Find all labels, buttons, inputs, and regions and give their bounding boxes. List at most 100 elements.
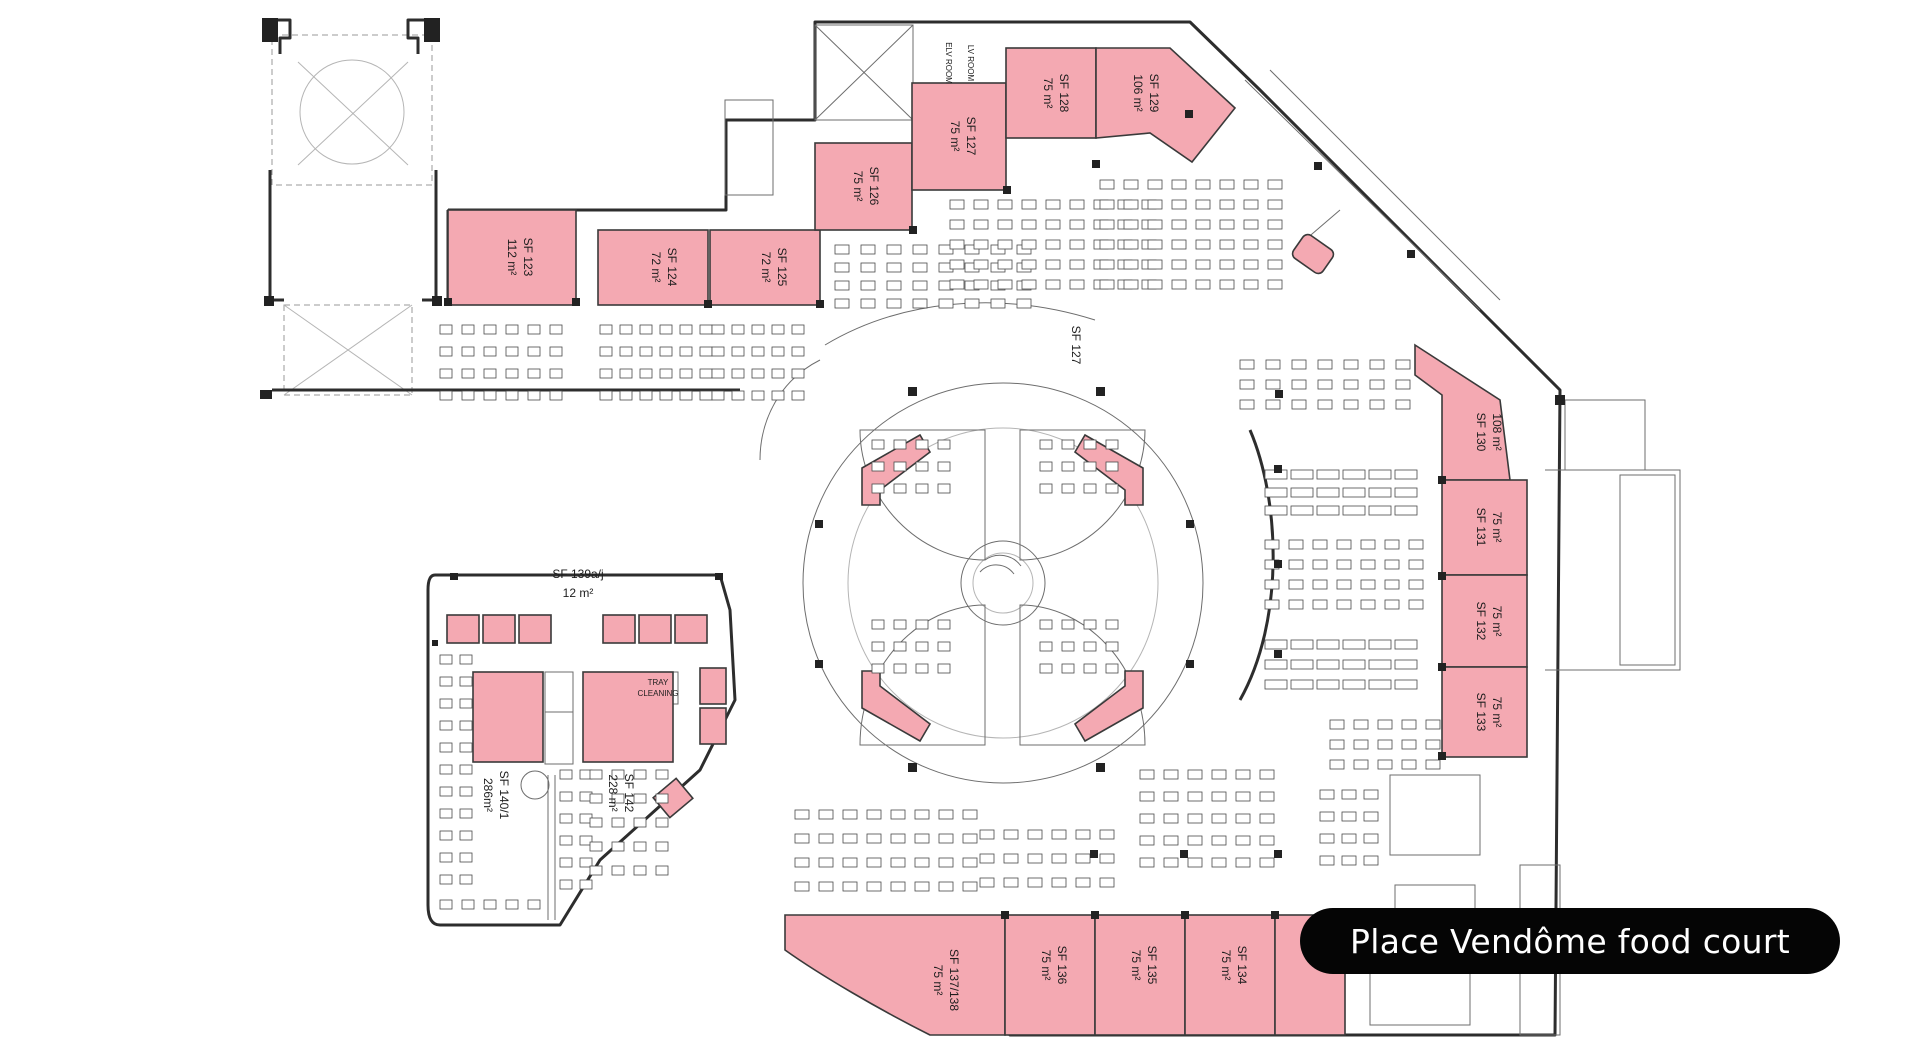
table xyxy=(1408,559,1424,570)
table xyxy=(1171,199,1187,210)
structural-columns xyxy=(444,110,1446,919)
table xyxy=(871,439,885,450)
table xyxy=(791,368,805,379)
kiosk-5 xyxy=(638,614,672,644)
table xyxy=(1312,579,1328,590)
table xyxy=(1401,719,1417,730)
table xyxy=(1290,487,1314,498)
table xyxy=(1264,487,1288,498)
table xyxy=(1288,559,1304,570)
table xyxy=(1288,599,1304,610)
unit-sf140 xyxy=(472,671,544,763)
table xyxy=(1105,483,1119,494)
unit-sf123 xyxy=(447,209,577,306)
label-sf134-area: 75 m² xyxy=(1219,950,1233,981)
table xyxy=(1394,659,1418,670)
table xyxy=(794,809,810,820)
table xyxy=(439,786,453,797)
table xyxy=(1061,461,1075,472)
table xyxy=(1099,199,1115,210)
table xyxy=(949,259,965,270)
table xyxy=(893,641,907,652)
table xyxy=(1147,239,1163,250)
table xyxy=(1099,853,1115,864)
table xyxy=(1368,469,1392,480)
table xyxy=(1187,835,1203,846)
table xyxy=(579,857,593,868)
table xyxy=(589,793,603,804)
table xyxy=(439,742,453,753)
table xyxy=(619,346,633,357)
label-sf124-name: SF 124 xyxy=(665,248,679,287)
table xyxy=(559,835,573,846)
table xyxy=(711,390,725,401)
label-sf127-area: 75 m² xyxy=(948,121,962,152)
map-caption: Place Vendôme food court xyxy=(1300,908,1840,974)
table xyxy=(1083,483,1097,494)
table xyxy=(1083,641,1097,652)
label-elv-room: ELV ROOM xyxy=(944,42,953,84)
table xyxy=(818,833,834,844)
table xyxy=(527,346,541,357)
table xyxy=(860,298,876,309)
table xyxy=(1425,739,1441,750)
table xyxy=(731,324,745,335)
table xyxy=(1343,399,1359,410)
table xyxy=(639,346,653,357)
table xyxy=(1395,399,1411,410)
table xyxy=(439,324,453,335)
table xyxy=(549,368,563,379)
table xyxy=(459,852,473,863)
unit-sf137 xyxy=(784,914,1006,1036)
table xyxy=(1051,829,1067,840)
table xyxy=(791,390,805,401)
table xyxy=(1239,379,1255,390)
table xyxy=(979,877,995,888)
table xyxy=(459,676,473,687)
table xyxy=(679,324,693,335)
table xyxy=(997,219,1013,230)
table xyxy=(611,817,625,828)
table xyxy=(589,865,603,876)
table xyxy=(1021,279,1037,290)
table xyxy=(886,280,902,291)
table xyxy=(483,324,497,335)
table xyxy=(439,874,453,885)
table xyxy=(1171,179,1187,190)
table xyxy=(1290,469,1314,480)
table xyxy=(589,841,603,852)
table xyxy=(1369,359,1385,370)
table xyxy=(860,280,876,291)
seating-tables xyxy=(439,179,1441,910)
table xyxy=(1395,359,1411,370)
table xyxy=(1187,857,1203,868)
table xyxy=(655,769,669,780)
table xyxy=(1099,179,1115,190)
table xyxy=(1290,505,1314,516)
table xyxy=(1312,559,1328,570)
label-sf129-area: 106 m² xyxy=(1131,74,1145,111)
table xyxy=(893,663,907,674)
table xyxy=(1027,853,1043,864)
table xyxy=(912,280,928,291)
table xyxy=(1353,739,1369,750)
table xyxy=(1171,259,1187,270)
table xyxy=(1069,219,1085,230)
table xyxy=(860,244,876,255)
label-sf125-name: SF 125 xyxy=(775,248,789,287)
table xyxy=(483,390,497,401)
table xyxy=(1360,539,1376,550)
label-cleaning: CLEANING xyxy=(638,689,679,698)
table xyxy=(459,786,473,797)
table xyxy=(1377,759,1393,770)
table xyxy=(949,239,965,250)
table xyxy=(818,809,834,820)
label-sf135-name: SF 135 xyxy=(1145,946,1159,985)
table xyxy=(659,324,673,335)
kiosk-9 xyxy=(652,777,694,819)
label-sf140-name: SF 140/1 xyxy=(497,771,511,820)
table xyxy=(1408,539,1424,550)
table xyxy=(483,368,497,379)
table xyxy=(1187,813,1203,824)
table xyxy=(1291,359,1307,370)
